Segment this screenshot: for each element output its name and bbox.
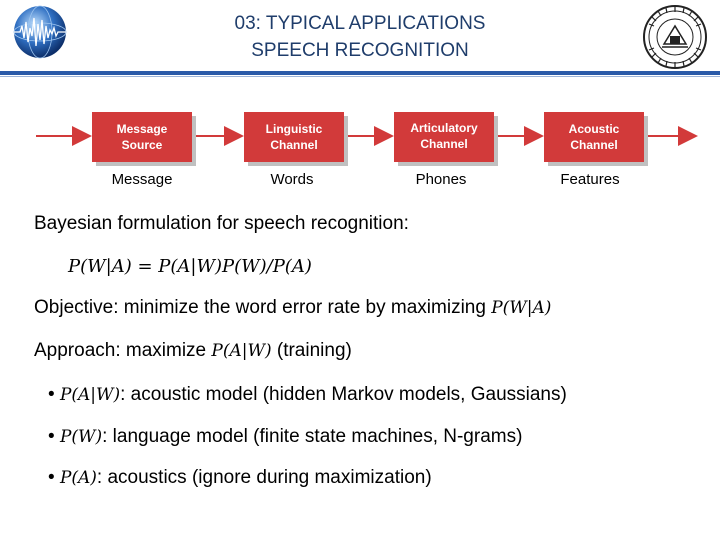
slide-title: 03: TYPICAL APPLICATIONS <box>234 13 486 34</box>
box-articulatory-channel <box>394 112 494 162</box>
approach-text: Approach: maximize <box>34 340 207 361</box>
bullet-text: : acoustic model (hidden Markov models, … <box>120 384 567 405</box>
title-rule <box>0 71 720 75</box>
bullet-math: P(A|W) <box>59 385 121 405</box>
objective-text: Objective: minimize the word error rate … <box>34 297 486 318</box>
output-label-phones: Phones <box>415 171 467 188</box>
approach-line: Approach: maximize P(A|W) (training) <box>34 340 352 362</box>
bullet-dot: • <box>48 384 60 405</box>
box-linguistic-channel <box>244 112 344 162</box>
bayes-equation: P(W|A) = P(A|W)P(W)/P(A) <box>68 256 312 277</box>
output-label-message: Message <box>111 171 173 188</box>
university-seal-logo <box>643 5 707 69</box>
box-acoustic-channel <box>544 112 644 162</box>
approach-suffix: (training) <box>276 340 352 361</box>
box-message-source <box>92 112 192 162</box>
globe-waveform-logo <box>13 5 67 59</box>
bullet-math: P(A) <box>59 468 97 488</box>
bullet-item-acoustics: • P(A): acoustics (ignore during maximiz… <box>48 467 432 489</box>
bullet-dot: • <box>48 467 60 488</box>
output-label-features: Features <box>560 171 620 188</box>
bayes-label: Bayesian formulation for speech recognit… <box>34 213 409 234</box>
bullet-math: P(W) <box>59 427 103 447</box>
bullet-text: : acoustics (ignore during maximization) <box>96 467 432 488</box>
bullet-dot: • <box>48 426 60 447</box>
bullet-item-acoustic-model: • P(A|W): acoustic model (hidden Markov … <box>48 384 567 406</box>
slide-subtitle: SPEECH RECOGNITION <box>251 40 469 61</box>
bullet-item-language-model: • P(W): language model (finite state mac… <box>48 426 522 448</box>
output-label-words: Words <box>270 171 314 188</box>
title-rule-thin <box>0 76 720 77</box>
speech-channel-diagram <box>36 112 698 166</box>
objective-line: Objective: minimize the word error rate … <box>34 297 551 319</box>
objective-math: P(W|A) <box>491 298 552 318</box>
bullet-text: : language model (finite state machines,… <box>102 426 523 447</box>
approach-math: P(A|W) <box>211 341 272 361</box>
